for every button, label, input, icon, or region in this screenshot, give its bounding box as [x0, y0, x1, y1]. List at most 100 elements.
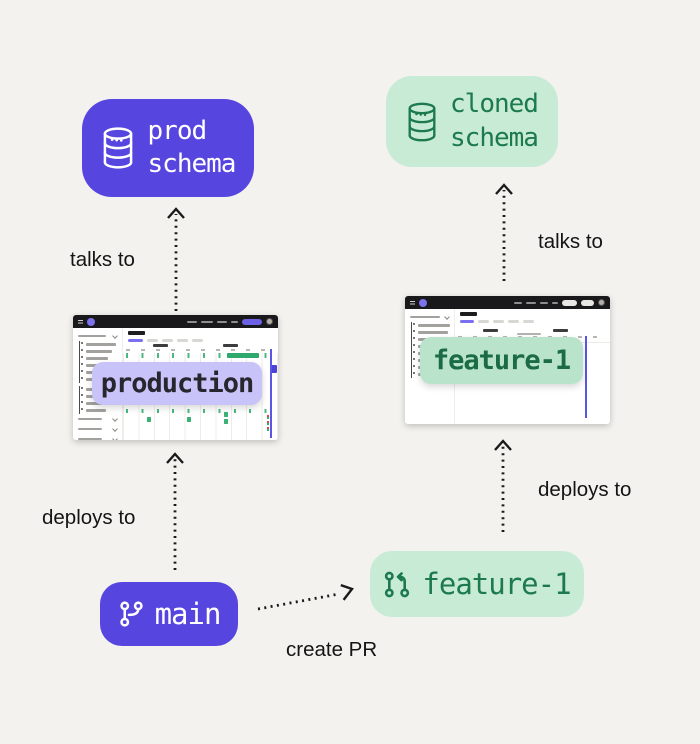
git-pull-request-icon	[385, 571, 410, 597]
deploy-square	[224, 419, 228, 424]
deploy-square	[147, 417, 151, 422]
branch-icon	[78, 348, 83, 355]
mini-topbar	[73, 315, 278, 328]
chevron-down-icon	[444, 314, 450, 320]
feature-branch-node: feature-1	[370, 551, 584, 617]
branch-icon	[410, 343, 415, 350]
hamburger-icon	[410, 300, 415, 305]
deploy-ticks	[126, 353, 272, 358]
nav-item	[514, 301, 522, 304]
tabs-placeholder	[460, 320, 534, 323]
nav-item	[231, 320, 238, 323]
tick-labels-placeholder	[126, 349, 275, 351]
page-title-placeholder	[460, 312, 477, 316]
talks-to-arrow-left	[167, 207, 185, 311]
talks-to-arrow-right	[495, 183, 513, 281]
date-label-placeholder	[223, 344, 238, 347]
nav-item	[552, 301, 558, 304]
branch-icon	[410, 322, 415, 329]
nav-item	[526, 301, 536, 304]
deploy-square	[224, 412, 228, 417]
current-deploy-marker	[270, 365, 277, 373]
deploys-to-label-right: deploys to	[538, 478, 632, 501]
branch-icon	[78, 386, 83, 393]
deploy-ticks	[126, 409, 272, 413]
nav-item	[540, 301, 548, 304]
branch-row	[73, 348, 122, 355]
chevron-down-icon	[112, 426, 118, 432]
feature-app-label: feature-1	[420, 337, 583, 384]
sidebar-footer-row	[73, 434, 122, 440]
nav-item	[187, 320, 197, 323]
sidebar-footer-row	[73, 424, 122, 434]
branch-row	[73, 407, 122, 414]
deploy-bar	[227, 353, 259, 358]
branch-icon	[410, 350, 415, 357]
production-app-label-text: production	[100, 368, 255, 399]
create-pr-arrow	[257, 583, 354, 611]
talks-to-label-right: talks to	[538, 230, 603, 253]
branch-icon	[78, 407, 83, 414]
page-title-placeholder	[128, 331, 145, 335]
date-label-placeholder	[153, 344, 168, 347]
git-branch-icon	[119, 601, 143, 627]
feature-app-label-text: feature-1	[432, 345, 571, 376]
branch-icon	[78, 376, 83, 383]
no-activity-placeholder	[517, 333, 541, 335]
branch-row	[405, 329, 454, 336]
branch-row	[73, 341, 122, 348]
deploys-to-arrow-right	[494, 439, 512, 532]
nav-item	[201, 320, 213, 323]
sidebar-footer-row	[73, 414, 122, 424]
branch-icon	[410, 336, 415, 343]
user-pill	[242, 318, 262, 325]
app-logo-icon	[87, 317, 95, 326]
deploys-to-arrow-left	[166, 452, 184, 570]
avatar	[598, 299, 605, 306]
database-icon	[103, 127, 132, 169]
branch-icon	[78, 393, 83, 400]
chevron-down-icon	[112, 333, 118, 339]
date-label-placeholder	[553, 329, 568, 332]
button-pill	[581, 299, 594, 306]
branch-icon	[410, 364, 415, 371]
branch-icon	[410, 357, 415, 364]
talks-to-label-left: talks to	[70, 248, 135, 271]
branch-icon	[78, 362, 83, 369]
avatar	[266, 318, 273, 325]
production-app-label: production	[92, 362, 262, 405]
branch-icon	[410, 371, 415, 378]
database-icon	[408, 102, 436, 141]
main-branch-label: main	[154, 597, 222, 631]
deploys-to-label-left: deploys to	[42, 506, 136, 529]
sidebar-header-row	[73, 331, 122, 341]
now-line	[270, 349, 272, 438]
sidebar-header-row	[405, 312, 454, 322]
branch-icon	[78, 400, 83, 407]
tabs-placeholder	[128, 339, 203, 342]
nav-item	[217, 320, 227, 323]
chevron-down-icon	[112, 436, 118, 440]
deploy-square	[187, 417, 191, 422]
create-pr-label: create PR	[286, 638, 378, 661]
button-pill	[562, 299, 577, 306]
mini-topbar	[405, 296, 610, 309]
branch-row	[73, 355, 122, 362]
branch-icon	[78, 341, 83, 348]
branch-row	[405, 322, 454, 329]
branch-icon	[78, 355, 83, 362]
branch-icon	[78, 369, 83, 376]
app-logo-icon	[419, 298, 427, 307]
failed-deploy-marks	[267, 415, 269, 431]
hamburger-icon	[78, 319, 83, 324]
branch-icon	[410, 329, 415, 336]
feature-branch-label: feature-1	[422, 567, 571, 601]
chevron-down-icon	[112, 416, 118, 422]
main-branch-node: main	[100, 582, 238, 646]
date-label-placeholder	[483, 329, 498, 332]
